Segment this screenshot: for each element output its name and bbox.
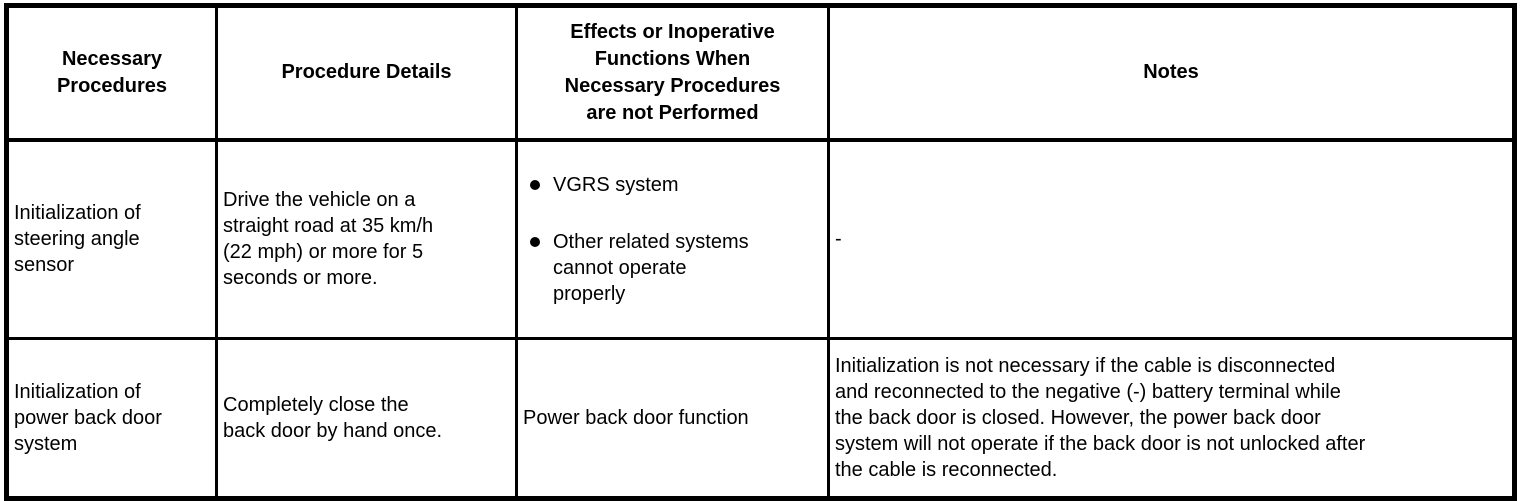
- cell-procedure: Initialization of steering angle sensor: [5, 138, 218, 340]
- cell-effects: Power back door function: [515, 336, 830, 500]
- cell-procedure-details: Drive the vehicle on a straight road at …: [215, 138, 518, 340]
- bullet-item-label: Other related systems cannot operate pro…: [553, 230, 749, 305]
- cell-procedure-details: Completely close the back door by hand o…: [215, 336, 518, 500]
- cell-procedure: Initialization of power back door system: [5, 336, 218, 500]
- header-row: Necessary Procedures Procedure Details E…: [5, 4, 1516, 142]
- column-header-procedure-details: Procedure Details: [215, 4, 518, 142]
- column-header-necessary-procedures: Necessary Procedures: [5, 4, 218, 142]
- column-header-effects: Effects or Inoperative Functions When Ne…: [515, 4, 830, 142]
- bullet-icon: [530, 236, 540, 247]
- table-row-power-back-door: Initialization of power back door system…: [5, 336, 1516, 500]
- table-row-steering-angle-sensor: Initialization of steering angle sensor …: [5, 138, 1516, 340]
- bullet-item-label: VGRS system: [553, 173, 679, 196]
- list-item: VGRS system: [526, 172, 823, 198]
- cell-effects: VGRS system Other related systems cannot…: [515, 138, 830, 340]
- bullet-icon: [530, 179, 540, 190]
- document-page: { "table": { "headers": [ "Necessary\nPr…: [4, 3, 1517, 501]
- column-header-notes: Notes: [827, 4, 1516, 142]
- cell-notes: -: [827, 138, 1516, 340]
- cell-notes: Initialization is not necessary if the c…: [827, 336, 1516, 500]
- page-margin: Necessary Procedures Procedure Details E…: [4, 3, 1517, 501]
- initialization-procedures-table: Necessary Procedures Procedure Details E…: [4, 3, 1517, 501]
- list-item: Other related systems cannot operate pro…: [526, 229, 823, 307]
